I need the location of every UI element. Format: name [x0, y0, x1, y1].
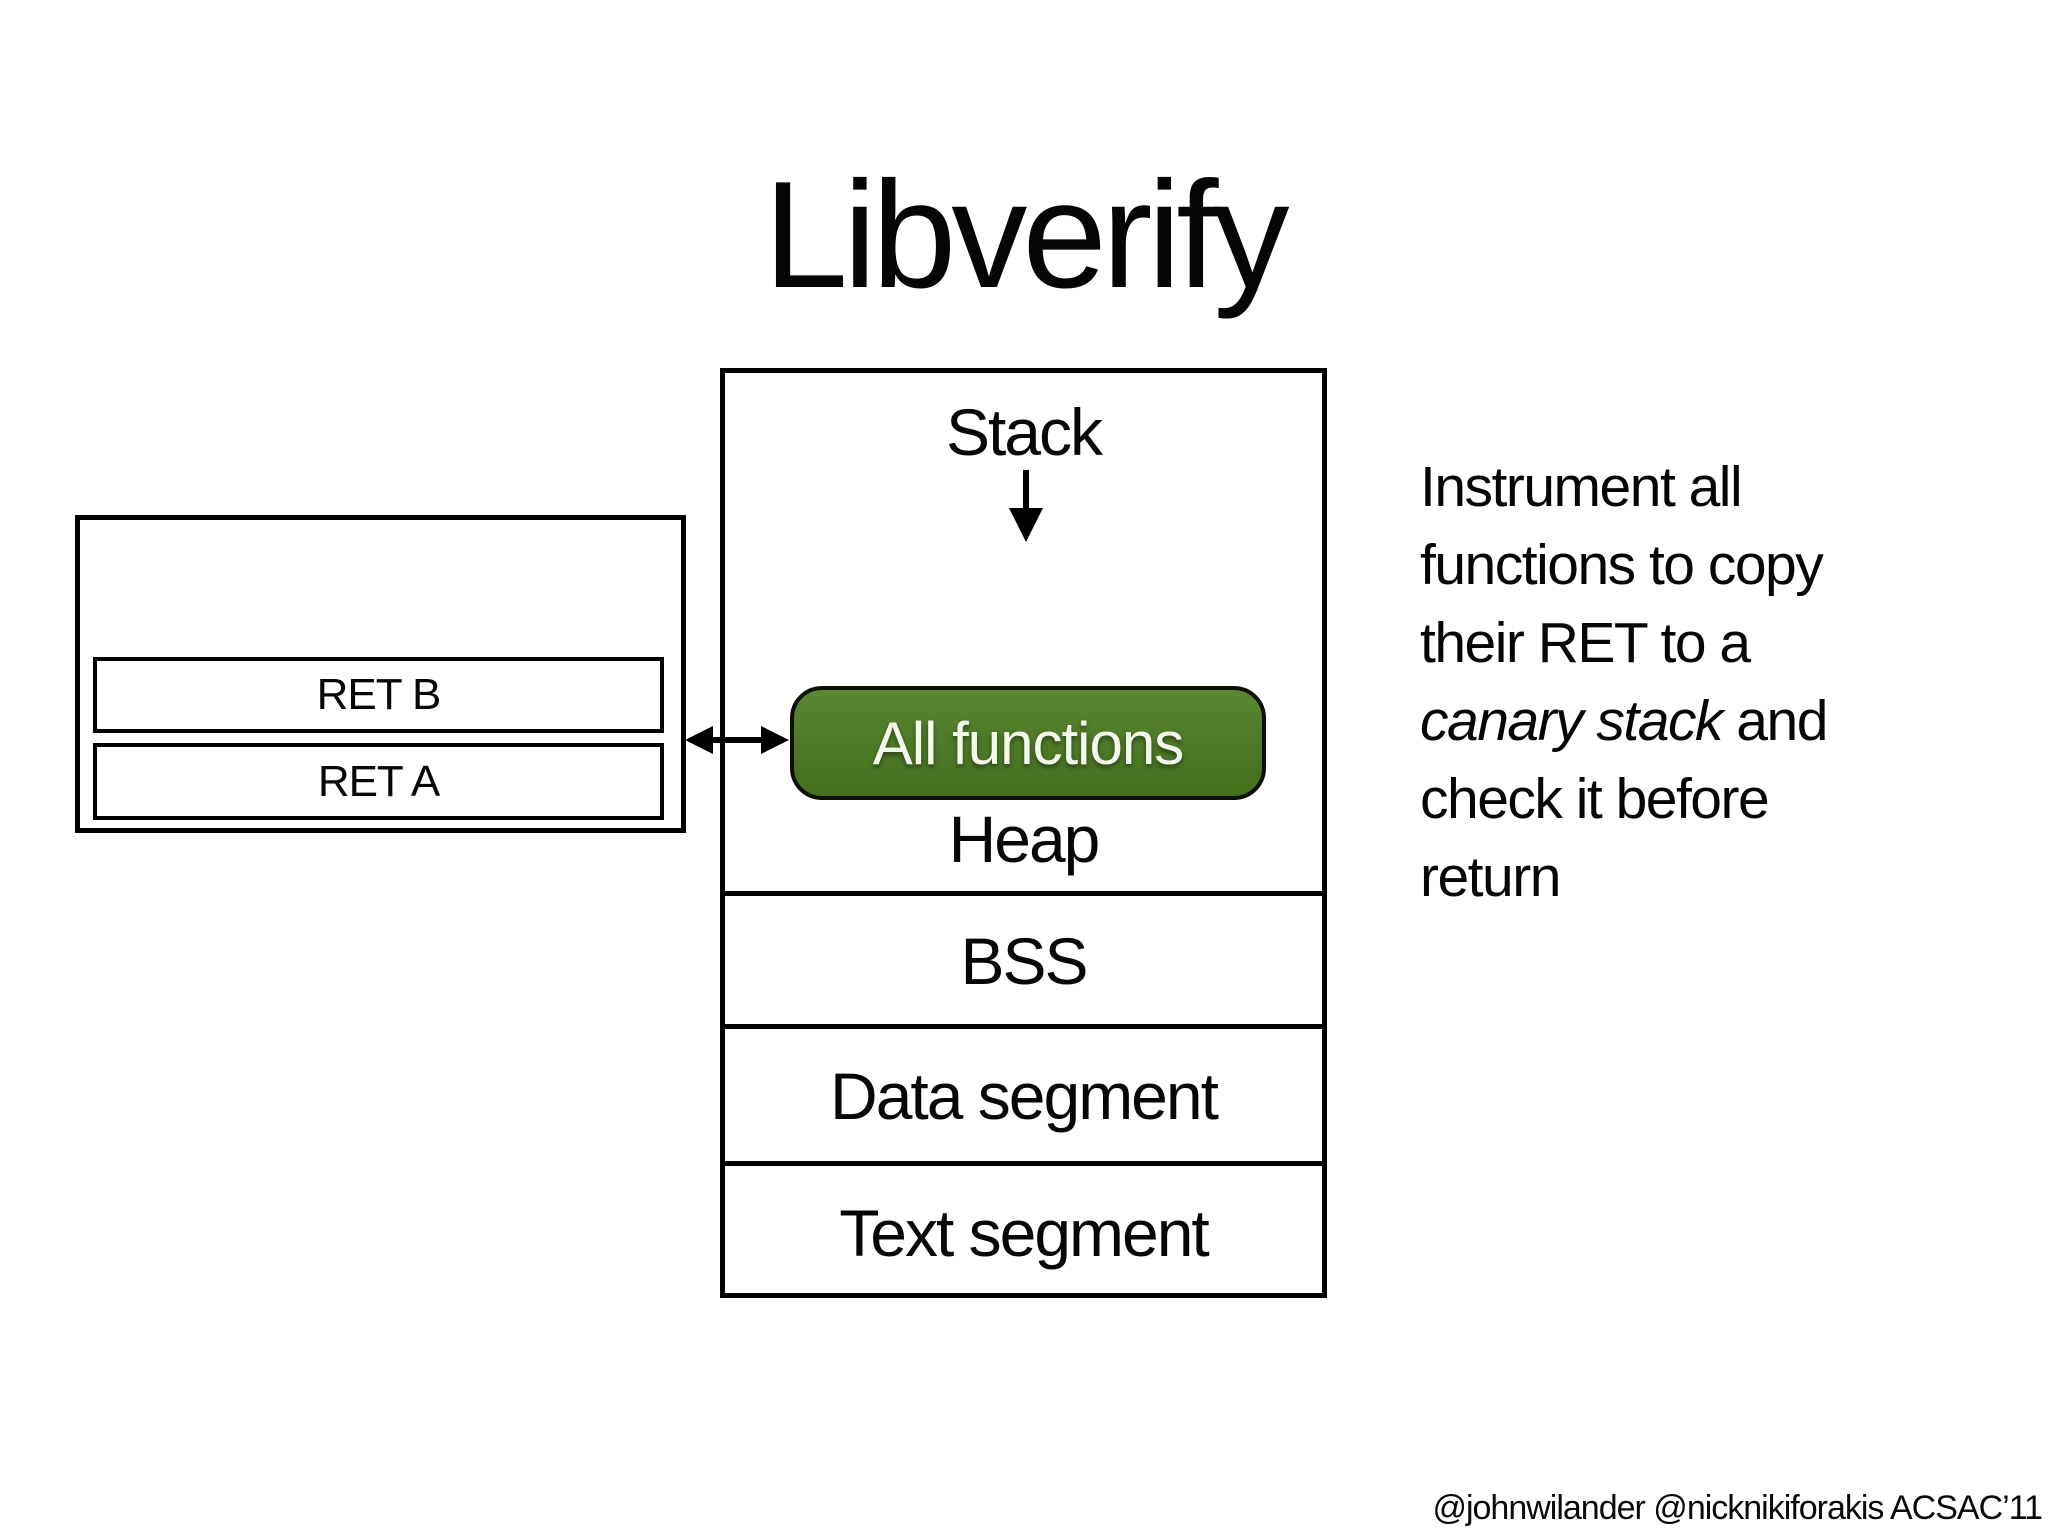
annotation-line: canary stack and [1420, 682, 1980, 760]
stack-segment-label: Stack [945, 395, 1103, 469]
all-functions-pill: All functions [790, 686, 1266, 800]
canary-stack-term: canary stack [1420, 689, 1723, 753]
annotation-line: functions to copy [1420, 533, 1824, 597]
heap-segment-label: Heap [948, 802, 1101, 876]
data-text-divider [725, 1161, 1322, 1166]
annotation-line: Instrument all [1420, 455, 1743, 519]
all-functions-label: All functions [872, 709, 1184, 777]
ret-b-label: RET B [316, 670, 442, 719]
annotation-line: their RET to a [1420, 611, 1751, 675]
ret-a-cell: RET A [93, 743, 664, 820]
annotation-line: return [1420, 845, 1561, 909]
annotation-line: check it before [1420, 767, 1770, 831]
credits-footer: @johnwilander @nicknikiforakis ACSAC’11 [1432, 1489, 2043, 1527]
annotation-text: Instrument all functions to copy their R… [1420, 448, 1980, 916]
data-segment-label: Data segment [830, 1059, 1219, 1133]
ret-b-cell: RET B [93, 657, 664, 733]
bss-data-divider [725, 1024, 1322, 1029]
ret-a-label: RET A [317, 756, 440, 806]
annotation-line-rest: and [1721, 689, 1828, 753]
heap-bss-divider [725, 891, 1322, 896]
text-segment-label: Text segment [839, 1196, 1210, 1270]
slide-title: Libverify [763, 150, 1290, 320]
bss-segment-label: BSS [960, 924, 1088, 998]
